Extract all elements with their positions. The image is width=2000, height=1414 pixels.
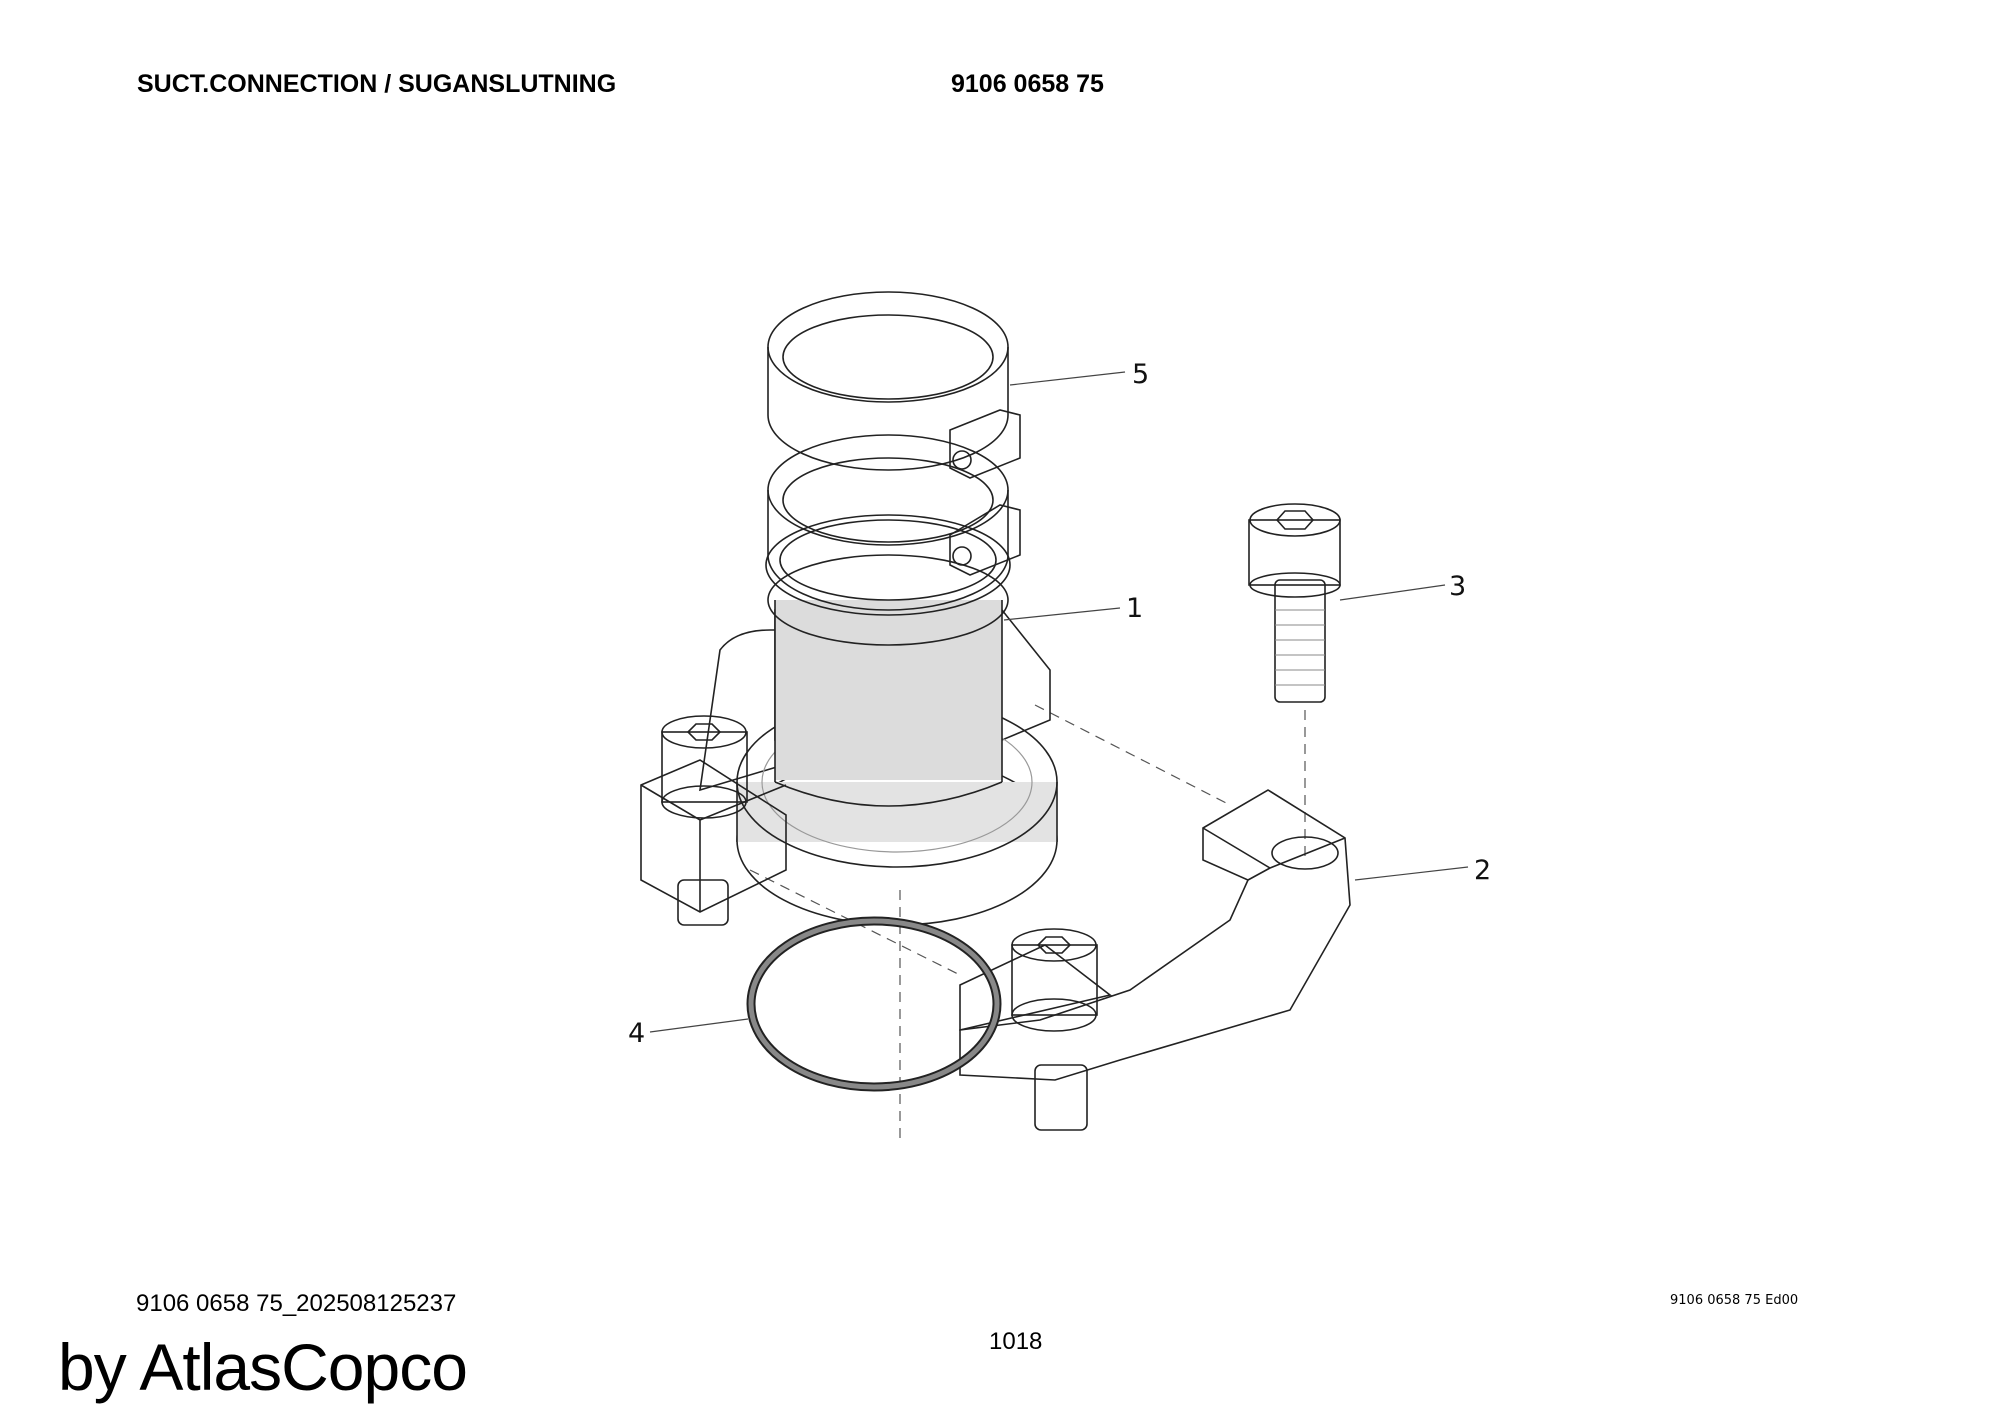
part-3-cap-screw — [1248, 503, 1341, 703]
callout-3: 3 — [1449, 571, 1466, 602]
part-number: 9106 0658 75 — [951, 70, 1104, 98]
callout-1: 1 — [1126, 593, 1143, 624]
part-2-clamp — [959, 789, 1351, 1131]
part-5-hose-clamps — [767, 291, 1021, 611]
part-4-o-ring — [746, 916, 1002, 1092]
page-number: 1018 — [989, 1328, 1043, 1355]
document-code: 9106 0658 75_202508125237 — [136, 1290, 457, 1317]
assembly-axes — [749, 704, 1306, 1140]
bolt-left-head — [661, 715, 748, 819]
clamp-upper — [767, 291, 1021, 479]
clamp-lower — [767, 434, 1021, 611]
part-1-suction-body — [640, 514, 1058, 926]
callout-5: 5 — [1132, 359, 1149, 390]
edition-label: 9106 0658 75 Ed00 — [1670, 1293, 1799, 1308]
callout-4: 4 — [628, 1018, 645, 1049]
callout-2: 2 — [1474, 855, 1491, 886]
page-title: SUCT.CONNECTION / SUGANSLUTNING — [137, 70, 617, 98]
callouts: 5 1 3 2 4 — [628, 359, 1491, 1049]
watermark: by AtlasCopco — [58, 1330, 468, 1404]
bolt-right-head — [1011, 928, 1098, 1032]
